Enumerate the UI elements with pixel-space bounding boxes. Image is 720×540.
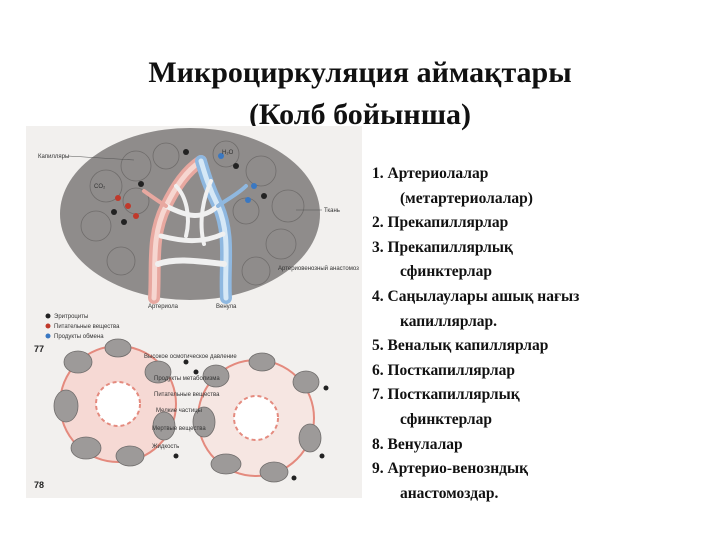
annotation-small-particles: Мелкие частицы [156,408,202,414]
figure-number-78: 78 [34,480,44,490]
page-title: Микроциркуляция аймақтары (Колб бойынша) [0,52,720,136]
legend-nutrients: Питательные вещества [54,324,120,330]
title-line-2: (Колб бойынша) [248,98,472,131]
label-capillaries: Капилляры [38,154,69,160]
figure-number-77: 77 [34,344,44,354]
title-line-1: Микроциркуляция аймақтары [148,56,572,89]
legend-dot-erythrocytes [45,313,51,319]
legend-dot-metabolites [45,333,51,339]
annotation-osmotic-pressure: Высокое осмотическое давление [144,354,237,360]
label-co2: CO₂ [94,184,106,190]
legend-dot-nutrients [45,323,51,329]
microcirculation-figure: Капилляры CO₂ H₂O Ткань Артериовенозный … [26,126,362,498]
list-item: 1. Артериолалар(метартериолалар) [372,165,533,207]
list-item: 5. Веналық капиллярлар [372,337,549,355]
list-item: 2. Прекапиллярлар [372,214,509,232]
capillary-network [142,155,248,304]
label-arteriole: Артериола [148,304,179,310]
tissue-cells [80,140,305,286]
list-item: 6. Посткапиллярлар [372,361,515,379]
legend-metabolites: Продукты обмена [54,334,104,340]
capillary-cross-sections [53,338,329,483]
label-h2o: H₂O [222,150,234,156]
lower-annotations: Высокое осмотическое давление Продукты м… [144,354,237,450]
annotation-fluid: Жидкость [152,444,179,450]
annotation-dead-substances: Мертвые вещества [152,426,206,432]
list-item: 8. Венулалар [372,435,463,453]
zone-list: 1. Артериолалар(метартериолалар) 2. Прек… [372,162,712,506]
figure-legend: Эритроциты Питательные вещества Продукты… [45,313,120,340]
label-tissue: Ткань [324,208,340,214]
annotation-metabolites: Продукты метаболизма [154,376,220,382]
label-venule: Венула [216,304,237,310]
annotation-nutrients: Питательные вещества [154,392,220,398]
label-arteriovenous: Артериовенозный анастомоз [278,265,359,272]
microcirculation-illustration: Капилляры CO₂ H₂O Ткань Артериовенозный … [26,126,362,498]
particle-dots [111,149,267,225]
legend-erythrocytes: Эритроциты [54,314,88,320]
